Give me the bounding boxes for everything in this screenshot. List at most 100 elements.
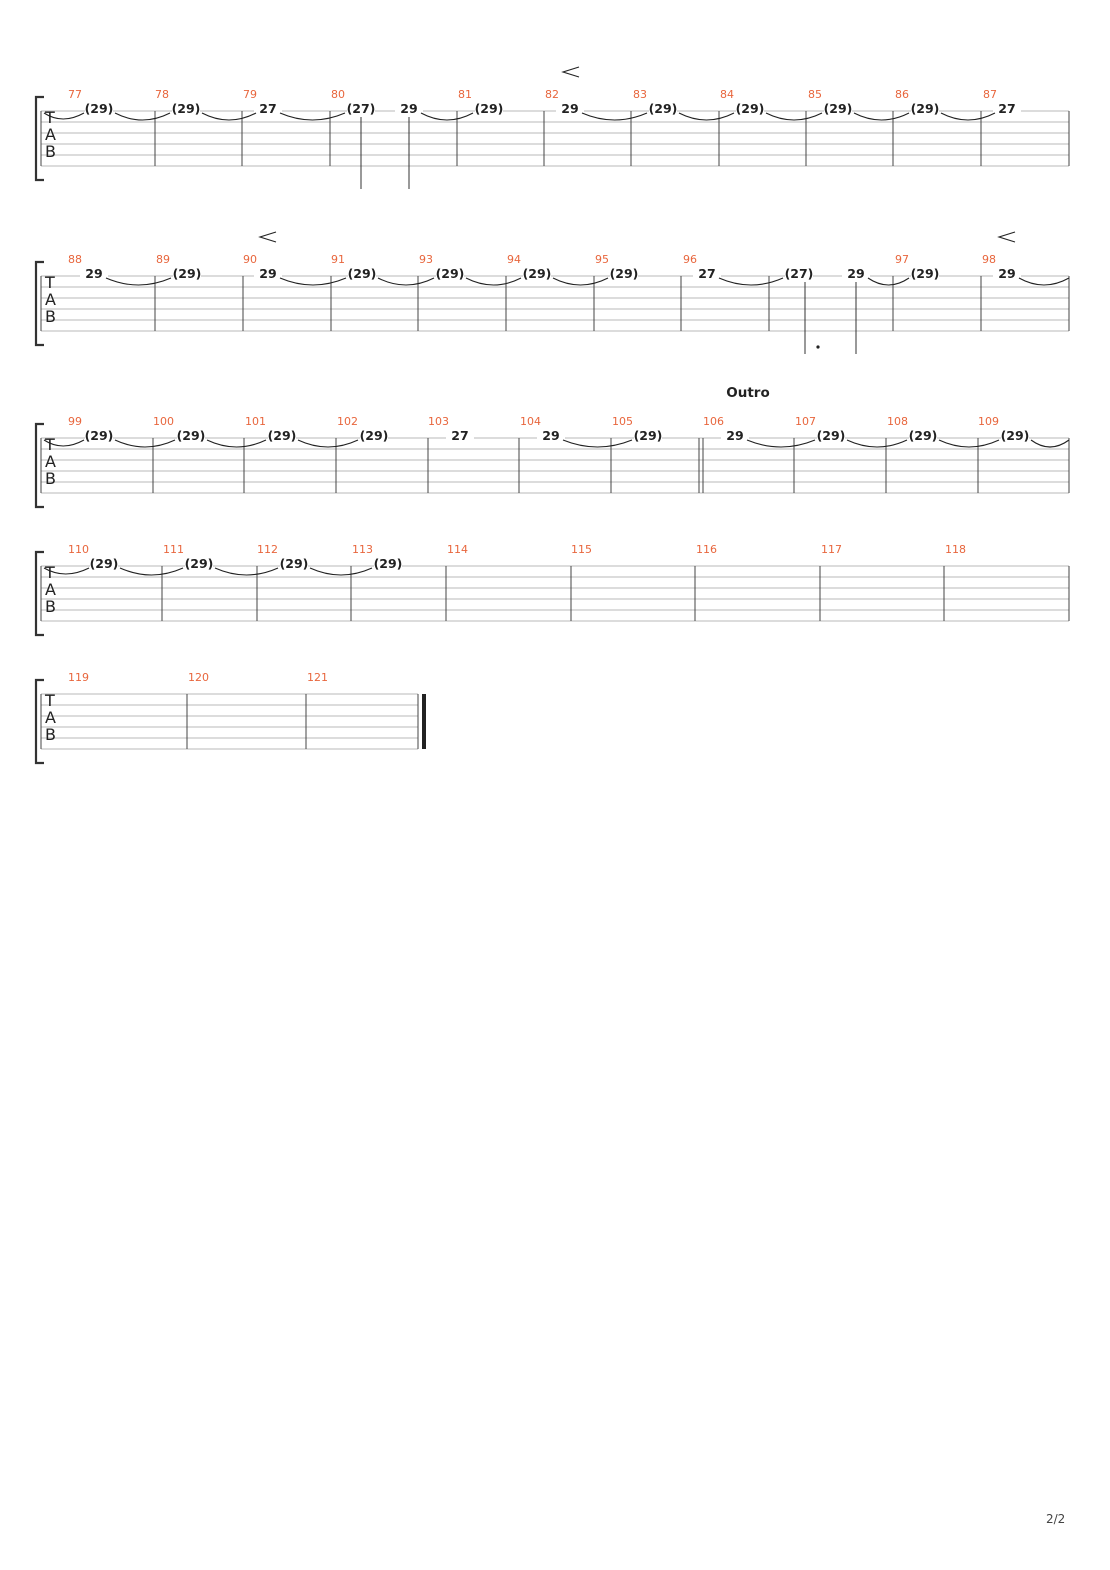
tie-arc — [105, 277, 172, 286]
staccato-dot — [816, 345, 820, 349]
note-backing — [177, 432, 205, 443]
tie-arc — [114, 439, 176, 448]
tab-clef-letter: A — [45, 290, 56, 309]
measure-number: 105 — [612, 415, 633, 428]
fret-number: 27 — [451, 428, 468, 443]
fret-number: 29 — [400, 101, 417, 116]
tie-arc — [43, 439, 85, 447]
measure-number: 81 — [458, 88, 472, 101]
measure-number: 111 — [163, 543, 184, 556]
note-backing — [360, 432, 388, 443]
note-backing — [254, 105, 282, 116]
tab-clef-letter: B — [45, 725, 56, 744]
tie-arc — [465, 277, 522, 286]
note-backing — [911, 270, 939, 281]
measure-number: 99 — [68, 415, 82, 428]
fret-number: 29 — [561, 101, 578, 116]
fret-number: (29) — [177, 428, 206, 443]
system-bracket — [34, 550, 44, 637]
measure-number: 112 — [257, 543, 278, 556]
note-backing — [556, 105, 584, 116]
measure-number: 77 — [68, 88, 82, 101]
fret-number: (29) — [85, 428, 114, 443]
note-backing — [1001, 432, 1029, 443]
measure-number: 80 — [331, 88, 345, 101]
tie-arc — [765, 112, 823, 121]
fret-number: 29 — [726, 428, 743, 443]
measure-number: 91 — [331, 253, 345, 266]
tab-clef-letter: T — [44, 691, 55, 710]
measure-number: 98 — [982, 253, 996, 266]
system-bracket — [34, 422, 44, 509]
section-label: Outro — [726, 385, 769, 401]
note-backing — [395, 105, 423, 116]
measure-number: 120 — [188, 671, 209, 684]
final-barline — [422, 694, 426, 749]
tab-clef-letter: A — [45, 452, 56, 471]
measure-number: 95 — [595, 253, 609, 266]
fret-number: 29 — [259, 266, 276, 281]
measure-number: 101 — [245, 415, 266, 428]
note-backing — [173, 270, 201, 281]
measure-number: 100 — [153, 415, 174, 428]
fret-number: (27) — [785, 266, 814, 281]
note-backing — [80, 270, 108, 281]
measure-number: 107 — [795, 415, 816, 428]
note-backing — [172, 105, 200, 116]
measure-number: 93 — [419, 253, 433, 266]
tie-arc — [420, 112, 474, 121]
fret-number: (29) — [824, 101, 853, 116]
note-backing — [446, 432, 474, 443]
note-backing — [280, 560, 308, 571]
fret-number: (29) — [348, 266, 377, 281]
tie-arc — [718, 277, 784, 286]
note-backing — [993, 270, 1021, 281]
measure-number: 85 — [808, 88, 822, 101]
tie-arc — [867, 277, 910, 286]
tab-clef-letter: A — [45, 580, 56, 599]
tab-clef-letter: A — [45, 125, 56, 144]
tab-clef-letter: B — [45, 469, 56, 488]
note-backing — [842, 270, 870, 281]
tie-arc — [746, 439, 816, 448]
measure-number: 103 — [428, 415, 449, 428]
tab-clef-letter: T — [44, 435, 55, 454]
note-backing — [736, 105, 764, 116]
note-backing — [909, 432, 937, 443]
fret-number: (29) — [173, 266, 202, 281]
note-backing — [523, 270, 551, 281]
fret-number: (29) — [172, 101, 201, 116]
measure-number: 119 — [68, 671, 89, 684]
tab-clef-letter: B — [45, 307, 56, 326]
fret-number: (29) — [374, 556, 403, 571]
fret-number: (29) — [360, 428, 389, 443]
tie-arc — [309, 567, 373, 576]
fret-number: (29) — [85, 101, 114, 116]
tab-clef-letter: A — [45, 708, 56, 727]
measure-number: 106 — [703, 415, 724, 428]
fret-number: 29 — [998, 266, 1015, 281]
tie-arc — [1030, 439, 1070, 448]
tie-arc — [114, 112, 171, 121]
tie-arc — [279, 277, 347, 286]
fret-number: (29) — [185, 556, 214, 571]
note-backing — [785, 270, 813, 281]
measure-number: 109 — [978, 415, 999, 428]
note-backing — [347, 105, 375, 116]
crescendo-hairpin — [561, 66, 580, 78]
tie-arc — [678, 112, 735, 121]
fret-number: 29 — [85, 266, 102, 281]
crescendo-hairpin — [997, 231, 1016, 243]
measure-number: 86 — [895, 88, 909, 101]
note-backing — [85, 432, 113, 443]
measure-number: 108 — [887, 415, 908, 428]
measure-number: 116 — [696, 543, 717, 556]
system-bracket — [34, 95, 44, 182]
note-backing — [436, 270, 464, 281]
measure-number: 104 — [520, 415, 541, 428]
fret-number: (29) — [634, 428, 663, 443]
tab-clef-letter: T — [44, 273, 55, 292]
